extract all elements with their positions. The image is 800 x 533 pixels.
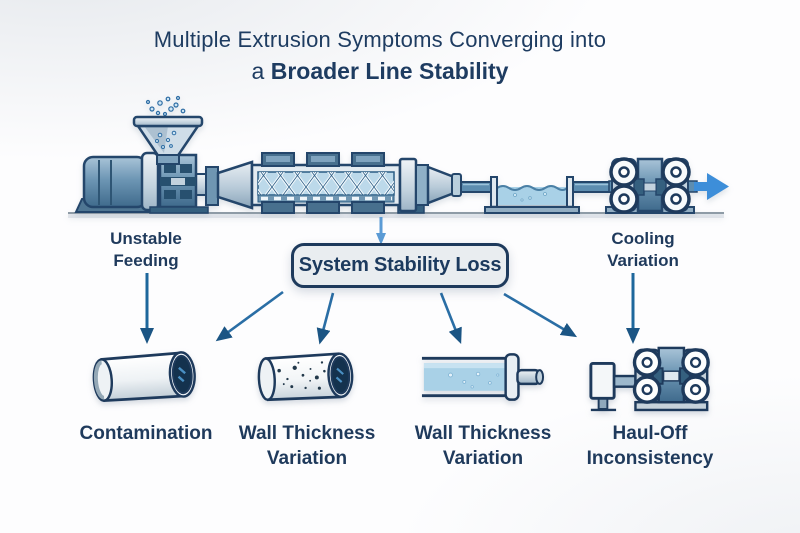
speckled-pipe-icon xyxy=(254,340,360,414)
box-to-wall-thickness-2-arrow xyxy=(439,292,462,345)
unstable-feeding-line2: Feeding xyxy=(113,251,179,271)
box-to-wall-thickness-1-arrow xyxy=(316,292,335,345)
unstable-feeding-label: Unstable Feeding xyxy=(61,228,231,273)
symptom-item: Contamination xyxy=(58,340,234,447)
liquid-filled-pipe-icon xyxy=(419,340,547,414)
symptom-item: Wall Thickness Variation xyxy=(219,340,395,471)
pellets xyxy=(145,95,186,117)
pipe-section-1 xyxy=(460,181,492,193)
haul-off-rollers-icon xyxy=(587,340,713,414)
die-assembly xyxy=(397,157,462,214)
pipe-section-2 xyxy=(572,181,612,193)
symptom-item: Wall Thickness Variation xyxy=(395,340,571,471)
haul-off-rollers xyxy=(609,157,691,214)
title-line-1: Multiple Extrusion Symptoms Converging i… xyxy=(153,27,607,52)
hopper xyxy=(132,95,204,165)
title-line-2: a Broader Line Stability xyxy=(0,58,760,85)
feed-cone xyxy=(205,160,254,210)
motor-unit xyxy=(74,151,166,213)
contaminated-pipe-icon xyxy=(87,340,205,414)
extruder-barrel xyxy=(250,152,402,214)
haul-off-unit xyxy=(605,157,698,214)
heater-bands xyxy=(261,152,385,214)
cooling-tank xyxy=(484,176,580,214)
box-to-contamination-arrow xyxy=(215,290,284,342)
symptom-label: Haul-Off Inconsistency xyxy=(586,423,714,469)
cooling-variation-label: Cooling Variation xyxy=(558,228,728,273)
title-line-2-prefix: a xyxy=(251,58,265,84)
symptom-label: Contamination xyxy=(79,423,213,444)
symptom-label: Wall Thickness Variation xyxy=(414,423,552,469)
flow-direction-arrow-icon xyxy=(694,173,729,200)
unstable-feeding-line1: Unstable xyxy=(110,229,182,248)
extrusion-line-illustration xyxy=(68,95,729,218)
box-to-haul-off-arrow xyxy=(503,292,578,338)
cooling-variation-line2: Variation xyxy=(607,251,679,271)
system-stability-loss-label: System Stability Loss xyxy=(298,254,502,276)
title-line-2-bold: Broader Line Stability xyxy=(270,58,509,84)
system-stability-loss-box: System Stability Loss xyxy=(291,243,509,288)
page-title: Multiple Extrusion Symptoms Converging i… xyxy=(0,27,760,85)
symptom-label: Wall Thickness Variation xyxy=(238,423,376,469)
symptom-item: Haul-Off Inconsistency xyxy=(562,340,738,471)
cooling-variation-line1: Cooling xyxy=(611,229,675,248)
